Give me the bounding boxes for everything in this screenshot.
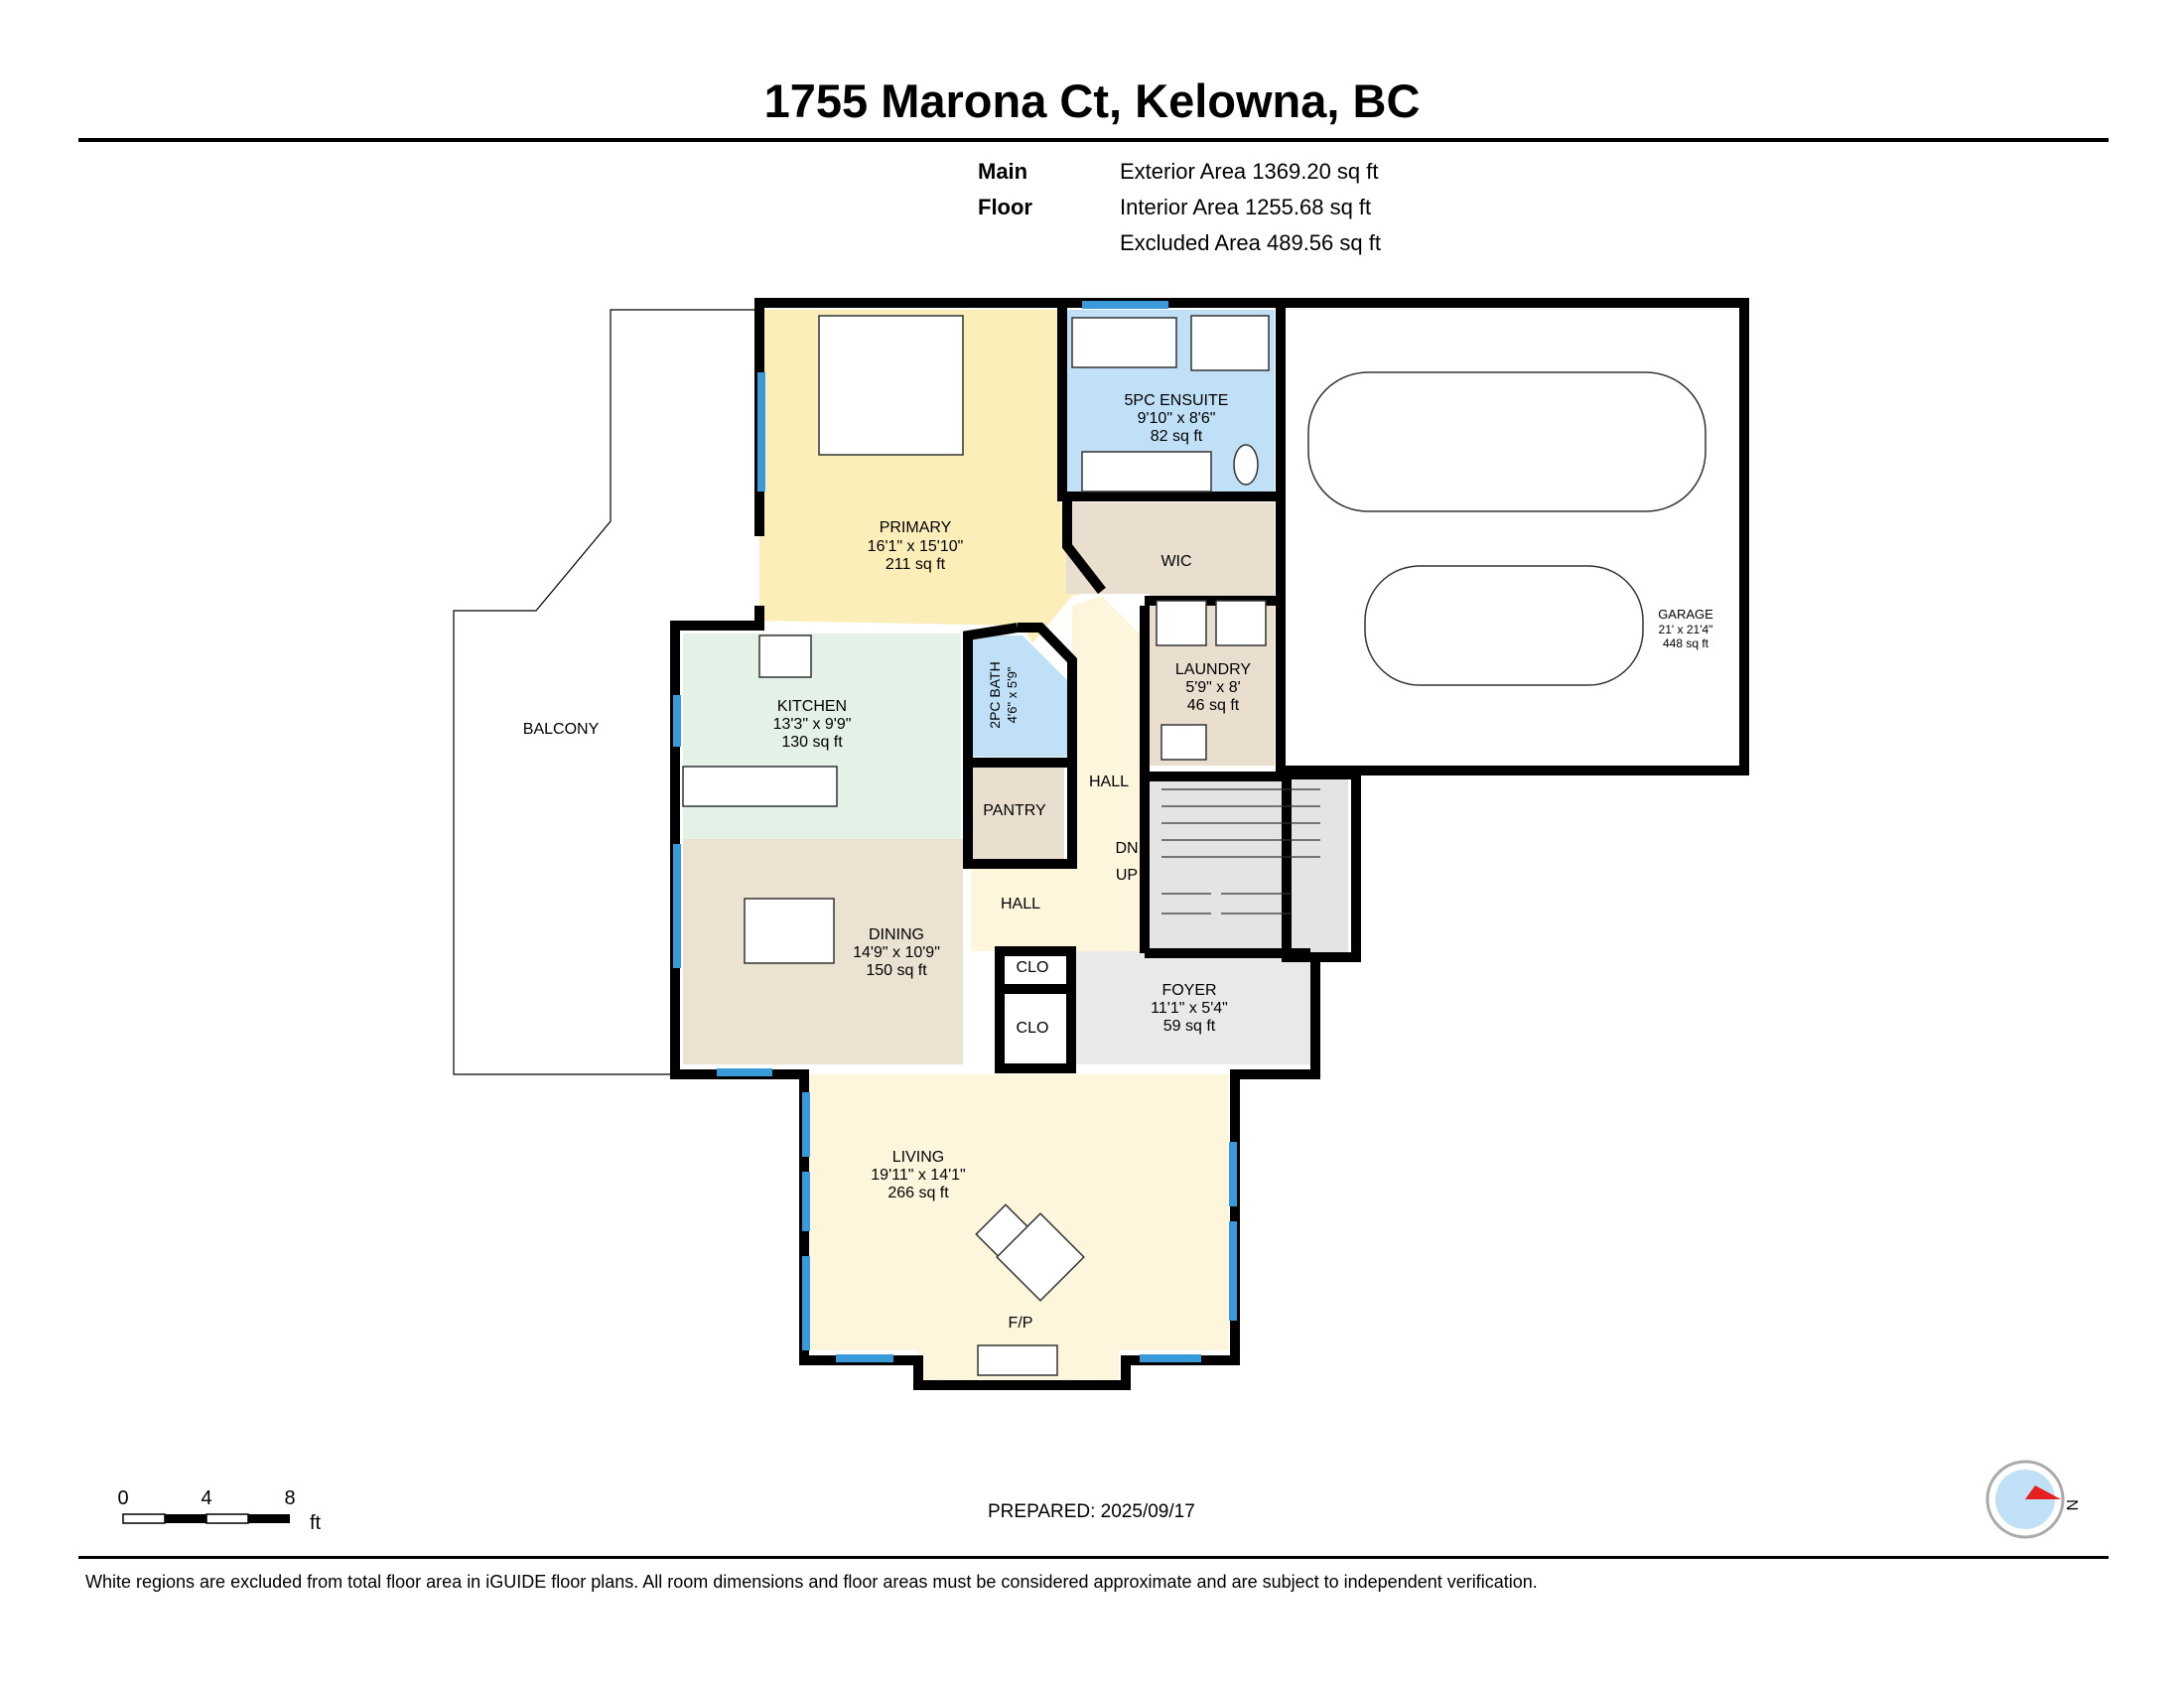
primary-name: PRIMARY [880, 519, 952, 536]
fireplace [977, 1344, 1058, 1376]
room-hall [971, 596, 1142, 951]
windows [673, 301, 1237, 1362]
foyer-area: 59 sq ft [1163, 1018, 1216, 1035]
room-pantry [973, 765, 1064, 859]
ensuite-name: 5PC ENSUITE [1125, 392, 1229, 409]
prepared-date: PREPARED: 2025/09/17 [988, 1501, 1195, 1522]
wic-name: WIC [1160, 553, 1191, 570]
stairs-up: UP [1116, 867, 1138, 884]
pantry-name: PANTRY [983, 802, 1046, 819]
washer-icon [1156, 600, 1207, 646]
compass-north: N [2063, 1499, 2080, 1511]
fixtures [682, 315, 1706, 1376]
interior-area: Interior Area 1255.68 sq ft [1120, 195, 1372, 219]
clo1-name: CLO [1017, 959, 1049, 976]
stairs-dn: DN [1115, 840, 1138, 857]
shower-icon [1190, 315, 1270, 371]
room-labels: PRIMARY 16'1" x 15'10" 211 sq ft 5PC ENS… [523, 392, 1713, 1332]
dryer-icon [1215, 600, 1267, 646]
laundry-name: LAUNDRY [1175, 661, 1252, 678]
foyer-dims: 11'1" x 5'4" [1151, 1000, 1228, 1017]
disclaimer: White regions are excluded from total fl… [85, 1572, 1538, 1592]
car-2 [1364, 565, 1644, 686]
page-title: 1755 Marona Ct, Kelowna, BC [763, 74, 1421, 127]
bath2-name: 2PC BATH [987, 661, 1003, 728]
ensuite-dims: 9'10" x 8'6" [1138, 410, 1216, 427]
bath2-dims: 4'6" x 5'9" [1005, 666, 1020, 723]
kitchen-name: KITCHEN [777, 698, 847, 715]
scale-0: 0 [117, 1487, 128, 1509]
garage-dims: 21' x 21'4" [1659, 623, 1713, 636]
stairs-area [1150, 774, 1348, 953]
living-dims: 19'11" x 14'1" [871, 1167, 965, 1184]
scale-4: 4 [201, 1487, 211, 1509]
vanity [1081, 451, 1212, 492]
stove-icon [758, 634, 812, 678]
car-1 [1307, 371, 1706, 512]
exterior-area: Exterior Area 1369.20 sq ft [1120, 159, 1379, 184]
clo2-name: CLO [1017, 1020, 1049, 1037]
primary-area: 211 sq ft [886, 556, 946, 573]
top-divider [78, 138, 2109, 142]
scale-unit: ft [310, 1512, 322, 1534]
garage-area: 448 sq ft [1663, 636, 1709, 650]
stairs [1161, 788, 1320, 914]
island [682, 766, 838, 807]
dining-table [744, 898, 835, 964]
balcony-outline [453, 309, 754, 1075]
chair-2 [996, 1212, 1085, 1302]
primary-dims: 16'1" x 15'10" [868, 538, 964, 555]
garage-name: GARAGE [1658, 607, 1713, 622]
room-bath2 [973, 635, 1070, 757]
balcony-label: BALCONY [523, 721, 600, 738]
scale-bar: 0 4 8 ft [117, 1487, 321, 1534]
room-foyer [1074, 951, 1310, 1064]
hall1-name: HALL [1089, 774, 1129, 790]
bathtub-icon [1071, 317, 1177, 368]
bed [818, 315, 964, 456]
dining-dims: 14'9" x 10'9" [853, 944, 940, 961]
living-area: 266 sq ft [887, 1185, 949, 1201]
kitchen-area: 130 sq ft [781, 734, 843, 751]
room-wic [1066, 502, 1275, 594]
toilet-icon [1233, 444, 1259, 486]
laundry-area: 46 sq ft [1187, 697, 1240, 714]
floor-label: Main Floor [978, 159, 1032, 219]
kitchen-dims: 13'3" x 9'9" [773, 716, 852, 733]
ensuite-area: 82 sq ft [1151, 428, 1203, 445]
bottom-divider [78, 1556, 2109, 1559]
dining-area: 150 sq ft [866, 962, 927, 979]
laundry-dims: 5'9" x 8' [1185, 679, 1240, 696]
hall2-name: HALL [1001, 896, 1040, 913]
foyer-name: FOYER [1161, 982, 1216, 999]
excluded-area: Excluded Area 489.56 sq ft [1120, 230, 1381, 255]
living-name: LIVING [892, 1149, 944, 1166]
compass: N [1985, 1460, 2080, 1539]
dining-name: DINING [869, 926, 924, 943]
laundry-sink [1160, 724, 1207, 761]
scale-8: 8 [284, 1487, 295, 1509]
fp-label: F/P [1009, 1315, 1033, 1332]
